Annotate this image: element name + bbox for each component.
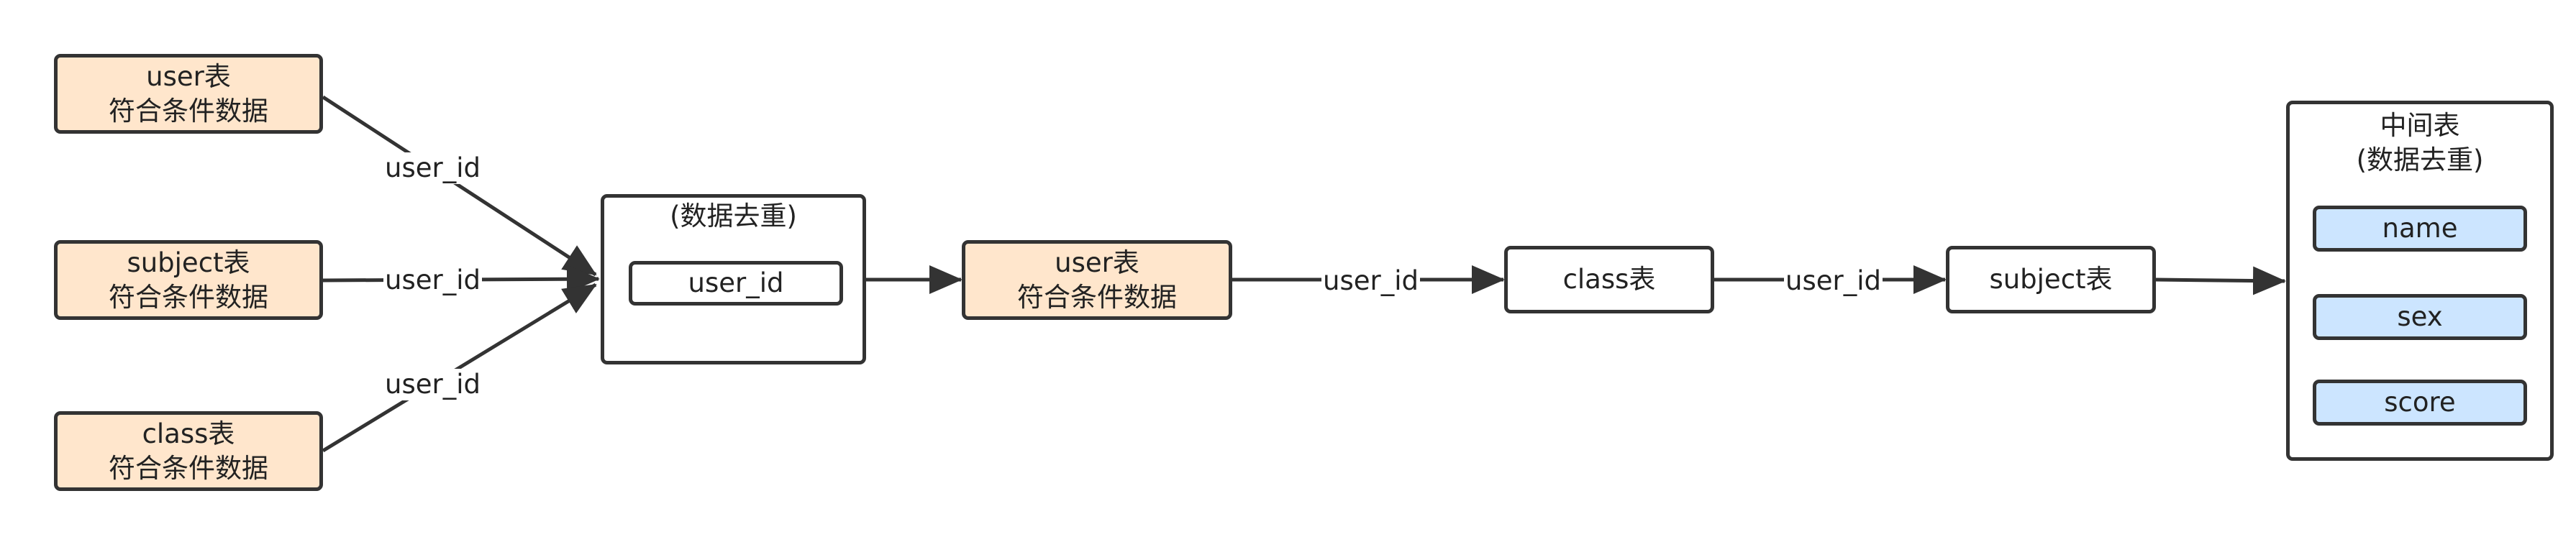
edge-label-subject-to-dedup: user_id xyxy=(383,265,482,296)
edge-label-class-to-dedup: user_id xyxy=(383,369,482,400)
edge-label-class-to-subject: user_id xyxy=(1784,265,1883,297)
node-middle-table-title: 中间表 xyxy=(2380,110,2460,141)
node-dedup-title: (数据去重) xyxy=(670,201,797,231)
node-class-table[interactable]: class表 xyxy=(1504,246,1714,313)
node-dedup-field-label: user_id xyxy=(688,267,784,298)
node-class-source-subtitle: 符合条件数据 xyxy=(109,452,268,484)
node-user-source[interactable]: user表 符合条件数据 xyxy=(54,54,323,134)
node-subject-table-label: subject表 xyxy=(1989,264,2113,295)
node-middle-field-sex[interactable]: sex xyxy=(2313,294,2527,340)
edge-subject-to-middle xyxy=(2155,266,2286,295)
node-middle-field-score-label: score xyxy=(2384,387,2456,418)
edge-label-user-to-dedup: user_id xyxy=(383,152,482,184)
edge-class-to-dedup xyxy=(322,283,597,453)
node-user-intermediate-subtitle: 符合条件数据 xyxy=(1017,281,1177,313)
node-middle-field-name-label: name xyxy=(2382,213,2458,244)
node-middle-field-sex-label: sex xyxy=(2397,301,2443,332)
node-user-source-subtitle: 符合条件数据 xyxy=(109,95,268,127)
node-subject-source[interactable]: subject表 符合条件数据 xyxy=(54,240,323,320)
node-class-source-title: class表 xyxy=(142,418,235,449)
node-user-source-title: user表 xyxy=(146,60,231,92)
node-middle-table-subtitle: (数据去重) xyxy=(2356,144,2484,175)
edge-user-to-dedup xyxy=(322,95,597,277)
node-class-source[interactable]: class表 符合条件数据 xyxy=(54,411,323,491)
node-subject-table[interactable]: subject表 xyxy=(1946,246,2156,313)
node-dedup-field[interactable]: user_id xyxy=(629,261,843,306)
node-user-intermediate-title: user表 xyxy=(1055,247,1139,278)
node-middle-field-name[interactable]: name xyxy=(2313,206,2527,252)
node-class-table-label: class表 xyxy=(1562,264,1656,295)
node-middle-field-score[interactable]: score xyxy=(2313,380,2527,426)
node-user-intermediate[interactable]: user表 符合条件数据 xyxy=(962,240,1232,320)
node-subject-source-title: subject表 xyxy=(127,247,250,278)
node-middle-table[interactable]: 中间表 (数据去重) name sex score xyxy=(2286,101,2554,461)
node-subject-source-subtitle: 符合条件数据 xyxy=(109,281,268,313)
edge-label-user-to-class: user_id xyxy=(1321,265,1420,297)
node-dedup-container[interactable]: (数据去重) user_id xyxy=(601,194,866,364)
